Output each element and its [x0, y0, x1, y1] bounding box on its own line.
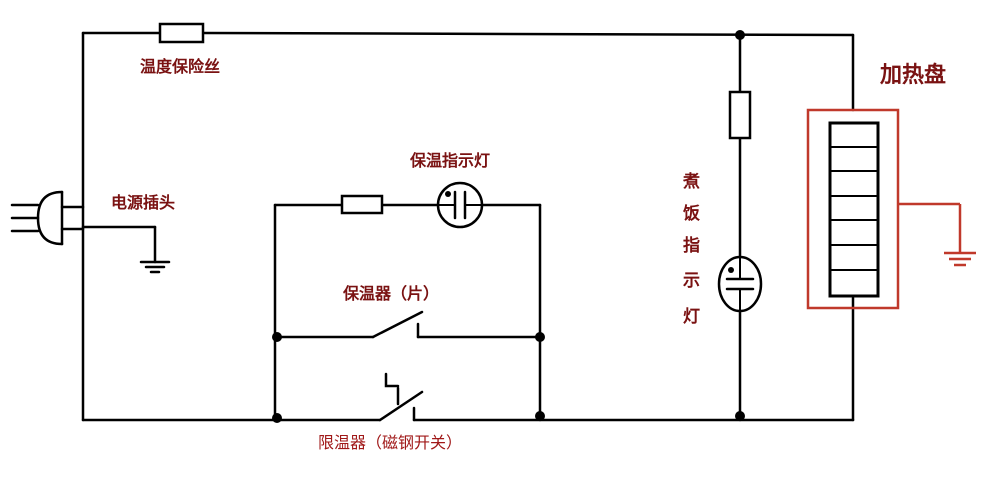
power-plug-icon: [10, 190, 157, 264]
warm-indicator-label: 保温指示灯: [409, 151, 490, 170]
cook-indicator-lamp-icon: [717, 255, 763, 313]
thermostat-label: 保温器（片）: [342, 284, 439, 303]
warm-lamp-resistor: [340, 194, 384, 215]
power-plug-label: 电源插头: [111, 193, 175, 212]
limiter-label: 限温器（磁钢开关）: [318, 433, 462, 452]
junction-nodes: [272, 30, 745, 423]
cook-indicator-char: 灯: [683, 307, 700, 327]
cook-lamp-resistor: [728, 90, 752, 140]
cook-indicator-char: 指: [683, 235, 700, 256]
thermal-fuse: [158, 22, 205, 44]
cook-indicator-char: 示: [683, 271, 700, 291]
fuse-label: 温度保险丝: [139, 57, 220, 76]
heating-plate-frame: [806, 108, 900, 310]
heating-plate: [806, 108, 976, 310]
heating-plate-label: 加热盘: [879, 62, 946, 88]
cook-indicator-label: 煮 饭 指 示 灯: [682, 172, 700, 327]
ground-icon: [139, 260, 171, 274]
warm-indicator-lamp-icon: [436, 181, 484, 229]
thermostat-switch: [371, 310, 424, 339]
cook-indicator-char: 煮: [682, 172, 700, 192]
branch-wires: [273, 203, 542, 422]
cook-indicator-char: 饭: [682, 203, 700, 224]
limiter-switch: [378, 372, 424, 422]
heating-element: [828, 121, 880, 298]
